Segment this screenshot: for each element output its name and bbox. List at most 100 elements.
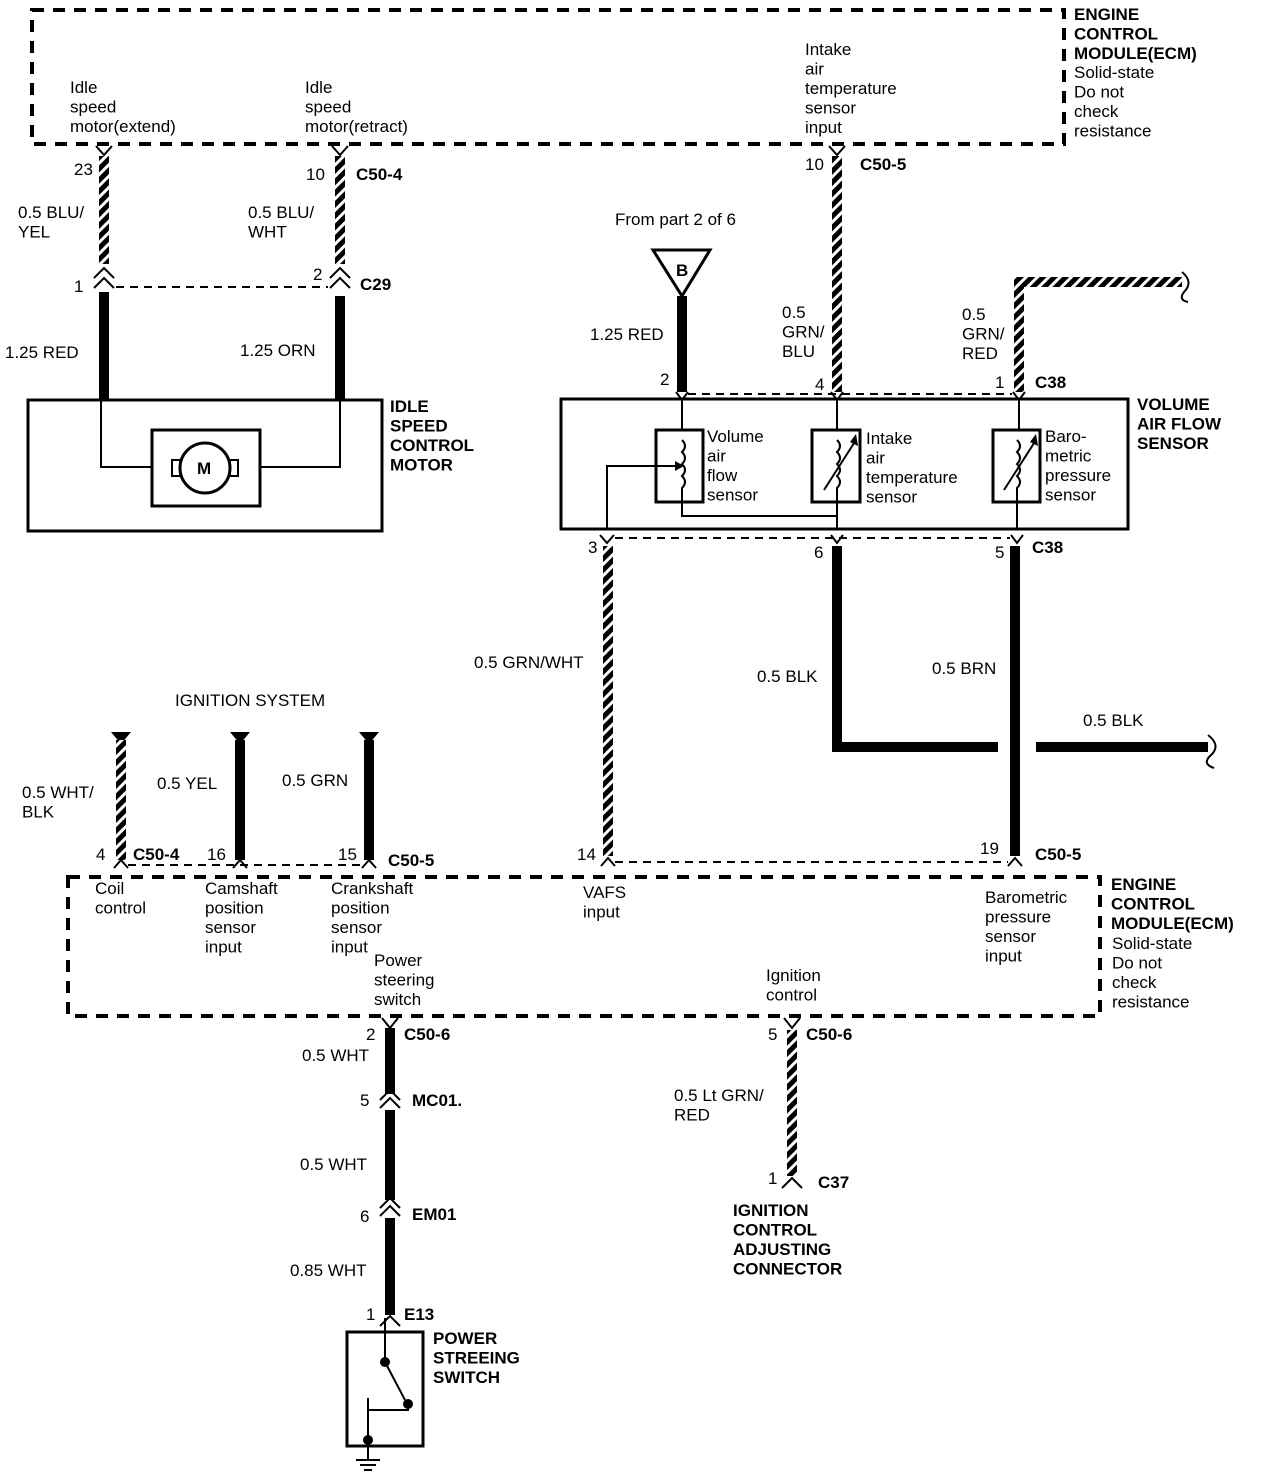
baro-arrow xyxy=(1003,439,1037,491)
idle-motor-box xyxy=(26,398,384,533)
motor-wire-right xyxy=(260,400,341,468)
iat-coil xyxy=(835,439,841,529)
ecm-bottom-pin-15: 15 xyxy=(338,845,357,864)
wire-blu-yel-label: 0.5 BLU/YEL xyxy=(18,203,84,242)
ps-switch-return xyxy=(367,1398,409,1411)
ign-c50-6: C50-6 xyxy=(806,1025,852,1044)
connector-c50-5-pin10 xyxy=(828,145,846,157)
wire-blu-wht-label: 0.5 BLU/WHT xyxy=(248,203,314,242)
pin-3-vafs: 3 xyxy=(588,538,597,557)
wire-grn-label: 0.5 GRN xyxy=(282,771,348,790)
wire-blk-2-break xyxy=(1205,734,1217,769)
vafs-box xyxy=(559,397,1130,531)
ps-e13-mark xyxy=(379,1314,401,1327)
wire-blk-2-label: 0.5 BLK xyxy=(1083,711,1144,730)
ign-c50-6-mark xyxy=(783,1017,801,1030)
motor-symbol: M xyxy=(197,459,211,478)
ps-pin-2: 2 xyxy=(366,1025,375,1044)
ps-pin-6: 6 xyxy=(360,1207,369,1226)
ref-b-triangle xyxy=(650,248,713,299)
pin-4-vafs: 4 xyxy=(815,375,824,394)
ign-ref-3 xyxy=(359,732,379,744)
ps-pin-1: 1 xyxy=(366,1305,375,1324)
motor-frame xyxy=(150,428,262,508)
ecm-bottom-pin-19: 19 xyxy=(980,839,999,858)
wire-brn-label: 0.5 BRN xyxy=(932,659,996,678)
wire-125-red-label: 1.25 RED xyxy=(590,325,664,344)
ign-wire-label: 0.5 Lt GRN/RED xyxy=(674,1086,764,1125)
ps-c50-6-mark xyxy=(381,1017,399,1030)
pin-5-vafs: 5 xyxy=(995,543,1004,562)
ps-pin-5: 5 xyxy=(360,1091,369,1110)
wire-red-label: 1.25 RED xyxy=(5,343,79,362)
ign-ref-1 xyxy=(111,732,131,744)
connector-c38-bottom: C38 xyxy=(1032,538,1063,557)
pin-23-label: 23 xyxy=(74,160,93,179)
ign-pin-5: 5 xyxy=(768,1025,777,1044)
ps-circuit: 2 C50-6 0.5 WHT 5 MC01. 0.5 WHT 6 EM01 0… xyxy=(290,1017,520,1471)
ecm-bottom-c50-4: C50-4 xyxy=(133,845,180,864)
pin-6-vafs: 6 xyxy=(814,543,823,562)
idle-motor-circuit: 23 10 C50-4 0.5 BLU/YEL 0.5 BLU/WHT 1 2 … xyxy=(5,145,474,533)
ps-switch-blade xyxy=(384,1361,406,1401)
ground-icon xyxy=(356,1459,380,1471)
wire-grn-wht-label: 0.5 GRN/WHT xyxy=(474,653,584,672)
ignition-title: IGNITION SYSTEM xyxy=(175,691,325,710)
connector-c50-4-pin10 xyxy=(331,145,349,157)
vafs-circuit: From part 2 of 6 B 1.25 RED 2 10 C50-5 0… xyxy=(474,145,1222,856)
connector-c29-label: C29 xyxy=(360,275,391,294)
connector-c29-pin2 xyxy=(329,266,351,289)
ps-wire-2-label: 0.5 WHT xyxy=(300,1155,367,1174)
ps-wire-3-label: 0.85 WHT xyxy=(290,1261,367,1280)
ref-b-label: B xyxy=(676,261,688,280)
ecm-bottom-c50-5-b: C50-5 xyxy=(1035,845,1081,864)
ign-c37-mark xyxy=(781,1176,803,1189)
wire-orn-label: 1.25 ORN xyxy=(240,341,316,360)
ecm-bottom-pin-marks xyxy=(113,856,1023,869)
wire-grn-red xyxy=(1014,277,1182,392)
motor-wire-left xyxy=(100,400,152,468)
vafs-wiper-arrow xyxy=(675,461,684,471)
ps-em01: EM01 xyxy=(412,1205,456,1224)
wire-blk-label: 0.5 BLK xyxy=(757,667,818,686)
ps-wire-1-label: 0.5 WHT xyxy=(302,1046,369,1065)
connector-c50-4-pin23 xyxy=(95,145,113,157)
pin-10-label: 10 xyxy=(306,165,325,184)
ign-c37: C37 xyxy=(818,1173,849,1192)
ps-e13: E13 xyxy=(404,1305,434,1324)
pin-10-iat: 10 xyxy=(805,155,824,174)
ign-ref-2 xyxy=(230,732,250,744)
wire-grn-red-break xyxy=(1180,271,1190,303)
ps-mc01-mark xyxy=(379,1088,401,1109)
baro-arrow-head xyxy=(1030,434,1038,446)
ecm-bottom-c50-5: C50-5 xyxy=(388,851,434,870)
connector-c50-4-label: C50-4 xyxy=(356,165,403,184)
ignition-inputs: IGNITION SYSTEM 0.5 WHT/BLK 0.5 YEL 0.5 … xyxy=(22,691,379,860)
vafs-coil xyxy=(680,439,837,517)
connector-c38-top: C38 xyxy=(1035,373,1066,392)
ps-mc01: MC01. xyxy=(412,1091,462,1110)
baro-coil xyxy=(1015,439,1021,529)
ecm-top-box xyxy=(30,8,1066,146)
motor-icon xyxy=(178,441,232,495)
